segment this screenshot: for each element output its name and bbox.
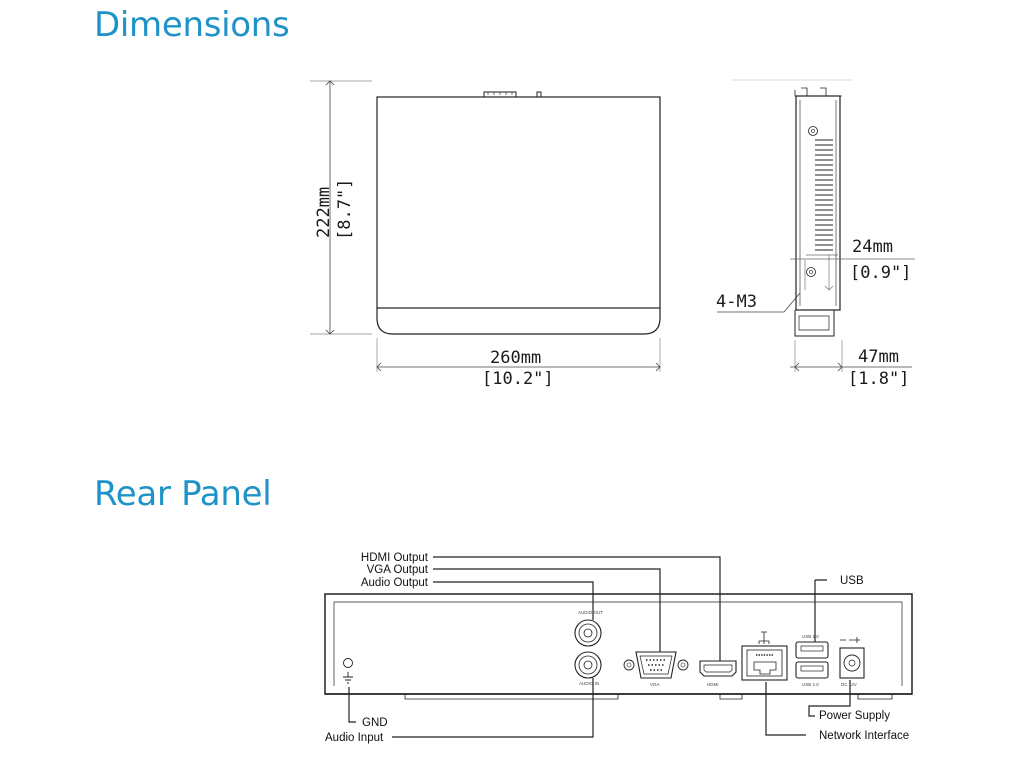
network-port-icon <box>741 631 788 681</box>
depth-in-label: [0.9"] <box>850 263 911 283</box>
width-mm-label: 260mm <box>490 348 541 368</box>
side-mm-label: 47mm <box>858 347 899 367</box>
side-view-drawing <box>717 79 915 372</box>
screw-label: 4-M3 <box>716 292 757 312</box>
gnd-callout: GND <box>362 717 388 729</box>
vga-output-callout: VGA Output <box>367 564 429 576</box>
network-interface-callout: Network Interface <box>819 730 909 742</box>
audio-in-port-label: AUDIO IN <box>579 681 599 686</box>
audio-out-port-label: AUDIO OUT <box>578 610 603 615</box>
height-mm-label: 222mm <box>314 187 334 238</box>
dimensions-title: Dimensions <box>94 5 290 45</box>
hdmi-port-icon <box>699 660 737 677</box>
vga-port-label: VGA <box>650 682 660 687</box>
vga-port-icon <box>623 651 689 679</box>
usb-bottom-port-label: USB 2.0 <box>802 682 819 687</box>
depth-mm-label: 24mm <box>852 237 893 257</box>
hdmi-output-callout: HDMI Output <box>361 552 429 564</box>
width-in-label: [10.2"] <box>482 369 554 389</box>
power-port-label: DC 12V <box>841 682 857 687</box>
rear-panel-chassis <box>324 593 913 700</box>
usb-callout: USB <box>840 575 864 587</box>
top-view-drawing <box>310 80 661 372</box>
side-in-label: [1.8"] <box>848 369 909 389</box>
gnd-screw-icon <box>343 658 353 684</box>
audio-out-port-icon <box>574 619 602 647</box>
audio-input-callout: Audio Input <box>325 732 384 744</box>
power-port-icon <box>839 637 865 679</box>
power-supply-callout: Power Supply <box>819 710 890 722</box>
usb-top-port-label: USB 2.0 <box>802 634 819 639</box>
audio-output-callout: Audio Output <box>361 577 429 589</box>
callout-lines <box>348 556 851 738</box>
usb-port-icon <box>795 641 829 679</box>
height-in-label: [8.7"] <box>335 179 355 240</box>
audio-in-port-icon <box>574 651 602 679</box>
rear-panel-title: Rear Panel <box>94 474 272 514</box>
hdmi-port-label: HDMI <box>707 682 719 687</box>
